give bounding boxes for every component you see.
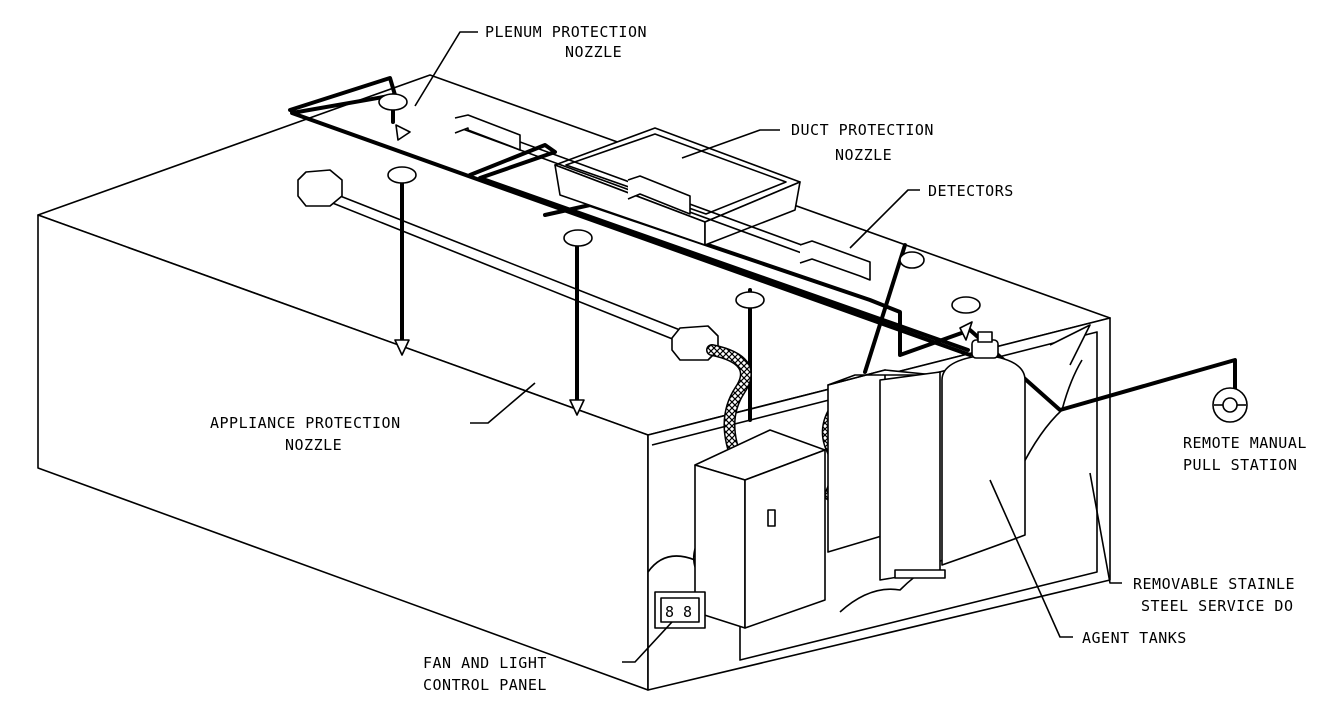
- plenum-label-2: NOZZLE: [565, 43, 622, 61]
- remote-pull-station[interactable]: [1212, 387, 1248, 423]
- labels: PLENUM PROTECTION NOZZLE DUCT PROTECTION…: [210, 23, 1307, 694]
- fan-panel-label-2: CONTROL PANEL: [423, 676, 547, 694]
- plenum-nozzle-icon: [959, 321, 973, 341]
- leader-plenum: [414, 31, 478, 107]
- pull-station-label-2: PULL STATION: [1183, 456, 1297, 474]
- ring-icon: [378, 93, 408, 111]
- octagon-end: [297, 169, 343, 207]
- leader-duct: [681, 129, 780, 159]
- detector-bracket: [627, 175, 691, 215]
- front-box-right: [744, 449, 826, 629]
- leader-fan-panel: [622, 621, 673, 663]
- panel-inner: [660, 597, 700, 623]
- hose-1: [707, 345, 751, 467]
- pull-handle: [1222, 397, 1238, 413]
- rear-box: [827, 369, 886, 553]
- mid-box: [879, 371, 941, 581]
- appliance-label-2: NOZZLE: [285, 436, 342, 454]
- ring-icon: [387, 166, 417, 184]
- appliance-nozzle-icon: [394, 339, 410, 356]
- duct-label-1: DUCT PROTECTION: [791, 121, 934, 139]
- leader-detectors: [849, 189, 920, 249]
- detector-line: [863, 243, 907, 374]
- tank-cap: [977, 331, 993, 343]
- fan-light-panel[interactable]: 8 8: [654, 591, 706, 629]
- main-pipe-mid: [468, 143, 970, 352]
- fan-panel-label-1: FAN AND LIGHT: [423, 654, 547, 672]
- control-boxes: [694, 369, 941, 629]
- service-door-label-1: REMOVABLE STAINLE: [1133, 575, 1295, 593]
- service-door-latch: [1049, 324, 1091, 366]
- bar-edge: [329, 201, 681, 343]
- ring-icon: [563, 229, 593, 247]
- appliance-nozzle-icon: [569, 399, 585, 416]
- leader-service-door: [1089, 472, 1122, 584]
- service-door-label-2: STEEL SERVICE DO: [1141, 597, 1294, 615]
- switch-icon[interactable]: 8: [665, 603, 674, 621]
- appliance-label-1: APPLIANCE PROTECTION: [210, 414, 401, 432]
- leader-appliance: [470, 382, 536, 424]
- duct-label-2: NOZZLE: [835, 146, 892, 164]
- detector-bracket: [799, 240, 871, 281]
- pull-station-label-1: REMOTE MANUAL: [1183, 434, 1307, 452]
- duct-side: [704, 181, 801, 246]
- plenum-label-1: PLENUM PROTECTION: [485, 23, 647, 41]
- detector-bracket: [454, 114, 521, 151]
- leader-lines: [414, 31, 1122, 663]
- box-latch-icon: [767, 509, 776, 527]
- duct-collar: [554, 127, 801, 246]
- ring-icon: [951, 296, 981, 314]
- ring-icon: [899, 251, 925, 269]
- tank-body: [941, 354, 1026, 566]
- bar-edge: [329, 191, 681, 331]
- detector-brackets: [454, 114, 871, 281]
- plenum-nozzle-icon: [395, 124, 411, 141]
- detectors-label: DETECTORS: [928, 182, 1014, 200]
- appliance-bar: [297, 169, 719, 361]
- tank-bracket: [894, 569, 946, 579]
- leader-agent-tanks: [989, 479, 1073, 638]
- agent-tanks-label: AGENT TANKS: [1082, 629, 1187, 647]
- ring-icon: [735, 291, 765, 309]
- switch-icon[interactable]: 8: [683, 603, 692, 621]
